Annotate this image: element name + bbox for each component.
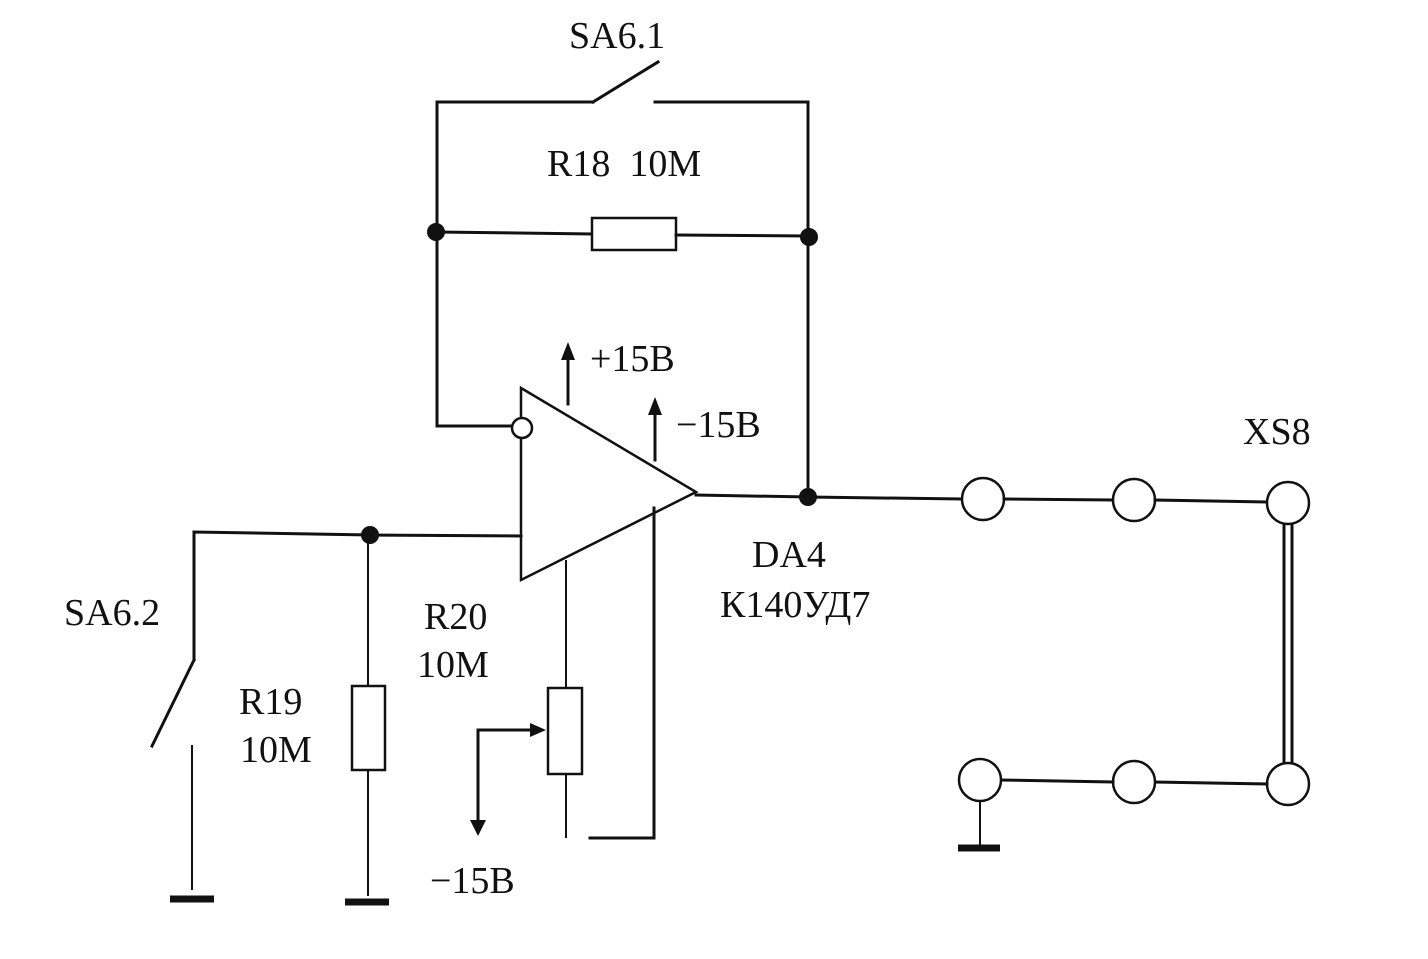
input-network [192, 526, 523, 662]
switch-sa6-1 [435, 59, 810, 238]
label-xs8: XS8 [1243, 411, 1311, 453]
resistor-r18 [427, 216, 818, 252]
resistor-r19 [345, 535, 389, 906]
connector-xs8 [957, 476, 1311, 852]
label-r19: R19 [239, 681, 302, 723]
potentiometer-r20 [470, 686, 584, 838]
label-minus15-bottom: −15B [430, 860, 515, 902]
label-r20-value: 10M [417, 644, 489, 686]
label-plus15: +15B [590, 338, 675, 380]
switch-sa6-2 [149, 657, 214, 903]
inverting-input-bubble [510, 416, 534, 440]
opamp-da4 [510, 342, 699, 840]
label-sa6-1: SA6.1 [569, 15, 665, 57]
label-k140: К140УД7 [720, 584, 870, 626]
label-r20: R20 [424, 596, 487, 638]
node-input [361, 526, 379, 544]
label-minus15-top: −15B [676, 404, 761, 446]
output-wire [694, 234, 964, 506]
label-da4: DA4 [752, 534, 826, 576]
label-r18: R18 10M [547, 143, 701, 185]
feedback-wire [435, 230, 514, 428]
label-sa6-2: SA6.2 [64, 592, 160, 634]
label-r19-value: 10M [240, 729, 312, 771]
